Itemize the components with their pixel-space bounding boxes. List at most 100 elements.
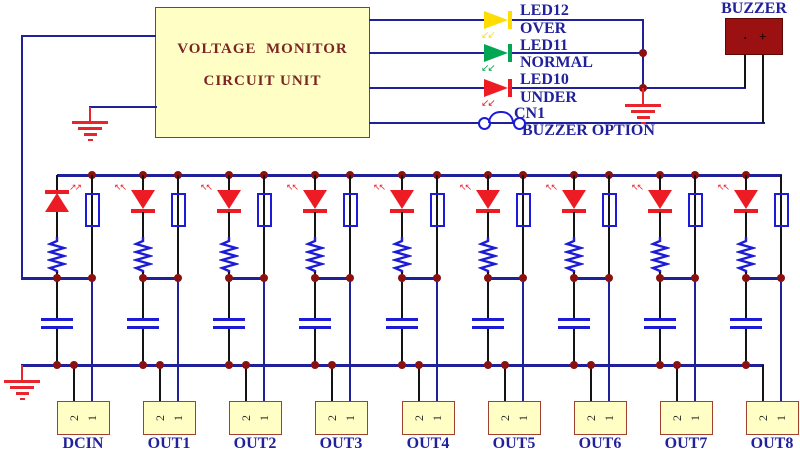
wire [21, 277, 59, 280]
output-channel: 2 1 OUT1 [113, 170, 199, 451]
wire [745, 272, 747, 318]
resistor-icon [564, 237, 584, 273]
wire [401, 212, 403, 238]
channel-led-icon [217, 190, 241, 209]
wire [331, 365, 333, 401]
cn1-pin-circle [478, 117, 491, 130]
wire [314, 329, 316, 365]
wire [142, 175, 144, 191]
led11-rays-icon [481, 64, 494, 74]
wire [573, 277, 610, 280]
wire [228, 212, 230, 238]
channel-led-icon [476, 190, 500, 209]
channel-led-icon [562, 190, 586, 209]
top-bus [57, 173, 782, 177]
wire [228, 175, 230, 191]
junction-dot [88, 274, 96, 282]
capacitor-plate [213, 326, 245, 329]
junction-dot [501, 361, 509, 369]
junction-dot [519, 274, 527, 282]
junction-dot [433, 274, 441, 282]
junction-dot [570, 361, 578, 369]
fuse-icon [516, 193, 531, 227]
pin-2-label: 2 [239, 415, 253, 421]
pin-1-label: 1 [171, 415, 185, 421]
channel-led-bar [476, 209, 500, 213]
pin-1-label: 1 [430, 415, 444, 421]
wire [56, 212, 58, 238]
wire [487, 212, 489, 238]
junction-dot [346, 274, 354, 282]
wire [369, 87, 485, 89]
junction-dot [260, 274, 268, 282]
wire [608, 277, 610, 401]
ground-stub [89, 107, 91, 122]
connector-box: 2 1 [660, 401, 713, 435]
resistor-icon [133, 237, 153, 273]
resistor-icon [305, 237, 325, 273]
junction-dot [398, 361, 406, 369]
led11-ref: LED11 [520, 37, 569, 54]
wire [745, 329, 747, 365]
ground-icon [4, 380, 40, 400]
fuse-icon [774, 193, 789, 227]
junction-dot [570, 274, 578, 282]
led10-under-icon [484, 79, 508, 97]
connector-label: OUT5 [492, 435, 536, 451]
capacitor-plate [41, 326, 73, 329]
pin-1-label: 1 [688, 415, 702, 421]
led10-state: UNDER [520, 89, 577, 106]
wire [314, 212, 316, 238]
pin-2-label: 2 [498, 415, 512, 421]
wire [369, 122, 765, 124]
junction-dot [139, 361, 147, 369]
pin-2-label: 2 [67, 415, 81, 421]
wire [590, 365, 592, 401]
wire [401, 277, 438, 280]
wire [228, 277, 265, 280]
channel-led-rays-icon [459, 183, 470, 192]
fuse-icon [257, 193, 272, 227]
wire [314, 277, 351, 280]
junction-dot [225, 274, 233, 282]
connector-box: 2 1 [315, 401, 368, 435]
wire [349, 277, 351, 401]
channel-led-icon [648, 190, 672, 209]
channel-led-icon [734, 190, 758, 209]
junction-dot [656, 361, 664, 369]
pin-1-label: 1 [257, 415, 271, 421]
channel-led-rays-icon [373, 183, 384, 192]
wire [511, 52, 644, 54]
connector-label: OUT3 [319, 435, 363, 451]
wire [659, 175, 661, 191]
junction-dot [673, 361, 681, 369]
channel-led-rays-icon [200, 183, 211, 192]
led10-ref: LED10 [520, 71, 569, 88]
connector-box: 2 1 [229, 401, 282, 435]
wire [177, 277, 179, 401]
wire [314, 175, 316, 191]
resistor-icon [650, 237, 670, 273]
wire [487, 277, 524, 280]
pin-2-label: 2 [756, 415, 770, 421]
output-channel: 2 1 DCIN [27, 170, 113, 451]
connector-label: OUT2 [233, 435, 277, 451]
fuse-icon [85, 193, 100, 227]
led11-cathode-bar [508, 44, 512, 62]
wire [401, 272, 403, 318]
junction-dot [656, 274, 664, 282]
output-channel: 2 1 OUT2 [199, 170, 285, 451]
junction-dot [777, 274, 785, 282]
connector-box: 2 1 [57, 401, 110, 435]
cn1-pin-circle [513, 117, 526, 130]
fuse-icon [171, 193, 186, 227]
wire [659, 212, 661, 238]
channel-led-bar [734, 209, 758, 213]
pin-2-label: 2 [584, 415, 598, 421]
wire [573, 329, 575, 365]
fuse-icon [430, 193, 445, 227]
wire [487, 175, 489, 191]
channel-led-rays-icon [717, 183, 728, 192]
wire [91, 277, 93, 401]
wire [659, 329, 661, 365]
